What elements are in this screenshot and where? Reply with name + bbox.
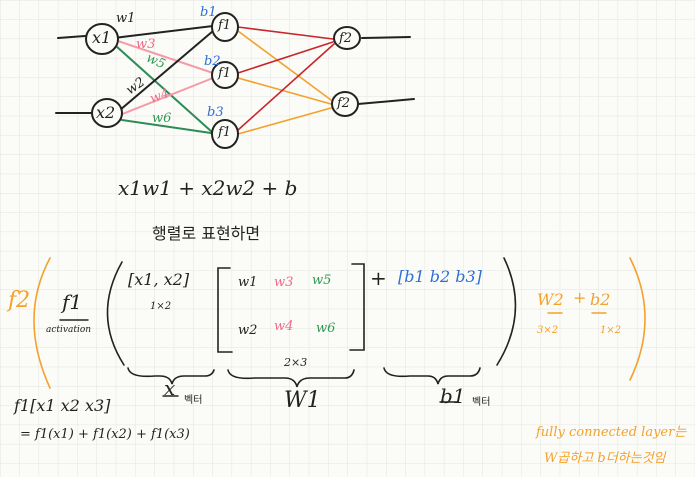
b-vector: [b1 b2 b3]	[398, 267, 482, 286]
underbrace-x-label: x	[164, 376, 176, 400]
edge-w4	[119, 77, 214, 116]
underbrace-w	[227, 369, 355, 388]
w-entry-w1: w1	[238, 275, 258, 290]
formula-line: x1w1 + x2w2 + b	[118, 176, 298, 200]
x-vector: [x1, x2]	[128, 270, 190, 289]
underbrace-b-note: 벡터	[472, 397, 491, 408]
edge-w1	[113, 25, 214, 39]
label-f2-a: f2	[339, 31, 353, 46]
w-bracket-right	[349, 263, 365, 351]
x-dim: 1×2	[150, 301, 172, 312]
underbrace-x	[127, 367, 215, 385]
weight-w6: w6	[152, 111, 172, 126]
inner-paren-left	[106, 261, 125, 366]
w-entry-w2: w2	[238, 323, 258, 338]
label-f1-activation: f1	[62, 290, 83, 314]
edge-w3	[117, 40, 214, 74]
node-x1	[85, 23, 119, 55]
matrix-note: 행렬로 표현하면	[152, 224, 261, 243]
outer-b2-dim: 1×2	[600, 325, 622, 336]
inner-paren-right	[496, 257, 517, 366]
bottom-line-1: f1[x1 x2 x3]	[14, 396, 111, 415]
outer-paren-left	[33, 257, 51, 389]
node-output-1	[333, 26, 361, 50]
edge-w5	[115, 45, 213, 133]
node-hidden-2	[211, 61, 239, 89]
label-f2-outer: f2	[8, 288, 31, 313]
w-bracket-left	[217, 267, 233, 353]
underbrace-b	[383, 367, 481, 385]
edge-w2	[119, 30, 214, 111]
w-entry-w5: w5	[312, 273, 332, 288]
bottom-line-2: = f1(x1) + f1(x2) + f1(x3)	[20, 427, 190, 442]
outer-b2: b2	[590, 290, 611, 309]
label-f1-a: f1	[218, 18, 232, 33]
plus-b: +	[370, 266, 387, 290]
outer-w2: W2	[537, 290, 564, 309]
node-hidden-3	[211, 119, 239, 149]
label-x1: x1	[92, 28, 112, 47]
note-line-2: W곱하고 b더하는것임	[544, 451, 666, 466]
w-dim: 2×3	[284, 356, 308, 369]
edge-w6	[121, 119, 212, 134]
outer-plus: +	[573, 288, 587, 307]
node-x2	[91, 98, 123, 128]
w-entry-w4: w4	[274, 319, 294, 334]
underbrace-b-label: b1	[440, 384, 466, 408]
outer-w2-dim: 3×2	[537, 325, 559, 336]
note-line-1: fully connected layer는	[536, 425, 687, 440]
bias-b1: b1	[200, 5, 217, 20]
label-f1-c: f1	[218, 125, 232, 140]
w-entry-w6: w6	[316, 321, 336, 336]
label-f1-b: f1	[218, 66, 232, 81]
underbrace-w-label: W1	[284, 388, 321, 413]
activation-label: activation	[46, 325, 92, 335]
node-hidden-1	[211, 12, 239, 42]
underbrace-x-note: 벡터	[184, 395, 203, 406]
node-output-2	[331, 91, 359, 117]
w-entry-w3: w3	[274, 275, 294, 290]
bias-b3: b3	[207, 105, 224, 120]
weight-w3: w3	[136, 37, 156, 52]
bias-b2: b2	[204, 54, 221, 69]
outer-paren-right	[629, 257, 646, 381]
label-f2-b: f2	[337, 96, 351, 111]
weight-w1: w1	[116, 11, 136, 26]
label-x2: x2	[96, 103, 116, 122]
